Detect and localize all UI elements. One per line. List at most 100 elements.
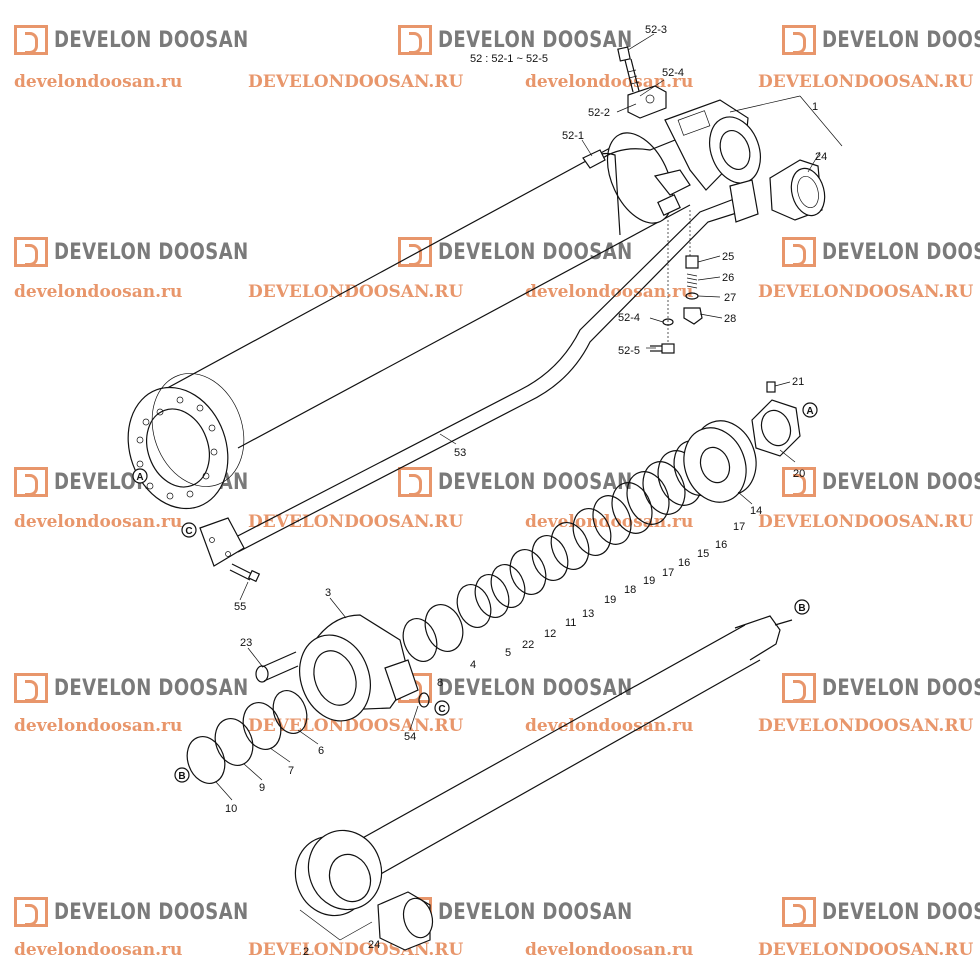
callout-15: 15 [697, 548, 709, 560]
marker-A-label: A [806, 406, 813, 417]
brand-logo-icon [782, 467, 816, 497]
callout-4: 4 [470, 659, 476, 671]
callout-11: 11 [565, 617, 576, 629]
brand-logo-icon [398, 237, 432, 267]
callout-8: 8 [437, 677, 443, 689]
watermark-brand: DEVELON DOOSAN [54, 675, 249, 701]
ring-5 [456, 584, 492, 628]
callout-13: 13 [582, 608, 594, 620]
callout-52-3: 52-3 [645, 24, 667, 36]
callout-28: 28 [724, 313, 736, 325]
marker-B-label: B [178, 771, 185, 782]
callout-52-4: 52-4 [662, 67, 684, 79]
bolt-52-3 [617, 46, 640, 93]
cylinder-tube [127, 99, 761, 510]
watermark-logo: DEVELON DOOSAN [782, 672, 980, 704]
callout-27: 27 [724, 292, 736, 304]
callout-25: 25 [722, 251, 734, 263]
marker-C-label: C [438, 704, 445, 715]
callout-18: 18 [624, 584, 636, 596]
callout-22: 22 [522, 639, 534, 651]
watermark-url: develondoosan.ru [525, 940, 694, 960]
brand-logo-icon [14, 467, 48, 497]
brand-logo-icon [398, 25, 432, 55]
callout-6: 6 [318, 745, 324, 757]
set-screw-21 [766, 381, 776, 393]
callout-52-5: 52-5 [618, 345, 640, 357]
assembly-note: 52 : 52-1 ~ 52-5 [470, 53, 548, 65]
seal-rings [402, 440, 719, 662]
ring-17b [611, 482, 653, 534]
marker-A-tube: A [132, 468, 148, 484]
watermark-brand: DEVELON DOOSAN [438, 899, 633, 925]
watermark-brand: DEVELON DOOSAN [822, 469, 980, 495]
callout-16: 16 [715, 539, 727, 551]
callout-17: 17 [662, 567, 674, 579]
marker-C-pipe: C [181, 522, 197, 538]
brand-logo-icon [14, 237, 48, 267]
watermark-brand: DEVELON DOOSAN [54, 27, 249, 53]
brand-logo-icon [782, 673, 816, 703]
brand-logo-icon [14, 25, 48, 55]
watermark-brand: DEVELON DOOSAN [822, 899, 980, 925]
watermark-brand: DEVELON DOOSAN [822, 239, 980, 265]
callout-52-1: 52-1 [562, 130, 584, 142]
ring-4 [424, 604, 464, 652]
brand-logo-icon [782, 25, 816, 55]
watermark-url: DEVELONDOOSAN.RU [758, 72, 974, 92]
watermark-logo: DEVELON DOOSAN [14, 672, 291, 704]
bushing-24-upper [769, 159, 826, 221]
watermark-url: develondoosan.ru [14, 282, 183, 302]
callout-54: 54 [404, 731, 416, 743]
spring-26 [686, 273, 698, 289]
ring-19a [550, 522, 590, 570]
callout-23: 23 [240, 637, 252, 649]
brand-logo-icon [782, 237, 816, 267]
callout-24: 24 [368, 939, 380, 951]
callout-5: 5 [505, 647, 511, 659]
callout-2: 2 [303, 946, 309, 958]
callout-26: 26 [722, 272, 734, 284]
ring-11 [509, 549, 547, 595]
ring-6 [272, 690, 308, 734]
watermark-logo: DEVELON DOOSAN [782, 24, 980, 56]
brand-logo-icon [14, 897, 48, 927]
callout-19: 19 [643, 575, 655, 587]
o-ring-54 [418, 692, 430, 708]
flange-bolt-holes [136, 396, 218, 500]
watermark-url: DEVELONDOOSAN.RU [758, 282, 974, 302]
ring-10 [186, 736, 226, 784]
watermark-logo: DEVELON DOOSAN [398, 466, 675, 498]
marker-A-nut: A [802, 402, 818, 418]
watermark-brand: DEVELON DOOSAN [822, 675, 980, 701]
ring-18 [572, 508, 612, 556]
plug-28 [683, 307, 703, 325]
ring-12 [490, 564, 526, 608]
watermark-url: DEVELONDOOSAN.RU [758, 716, 974, 736]
callout-53: 53 [454, 447, 466, 459]
ring-9 [214, 718, 254, 766]
callout-55: 55 [234, 601, 246, 613]
ring-13 [531, 535, 569, 581]
piston-rod [294, 615, 793, 917]
callout-16: 16 [678, 557, 690, 569]
watermark-logo: DEVELON DOOSAN [398, 24, 675, 56]
marker-A-label: A [136, 472, 143, 483]
watermark-logo: DEVELON DOOSAN [14, 236, 291, 268]
rod-cover-3 [299, 614, 419, 722]
marker-B-label: B [798, 603, 805, 614]
watermark-url: DEVELONDOOSAN.RU [758, 512, 974, 532]
watermark-brand: DEVELON DOOSAN [54, 239, 249, 265]
leader-lines [215, 33, 843, 941]
watermark-logo: DEVELON DOOSAN [782, 466, 980, 498]
marker-C-label: C [185, 526, 192, 537]
watermark-url: DEVELONDOOSAN.RU [248, 282, 464, 302]
bolt-52-5 [650, 343, 675, 354]
callout-12: 12 [544, 628, 556, 640]
callout-52-2: 52-2 [588, 107, 610, 119]
watermark-logo: DEVELON DOOSAN [14, 896, 291, 928]
callout-10: 10 [225, 803, 237, 815]
watermark-brand: DEVELON DOOSAN [438, 469, 633, 495]
ring-16b [626, 471, 670, 525]
